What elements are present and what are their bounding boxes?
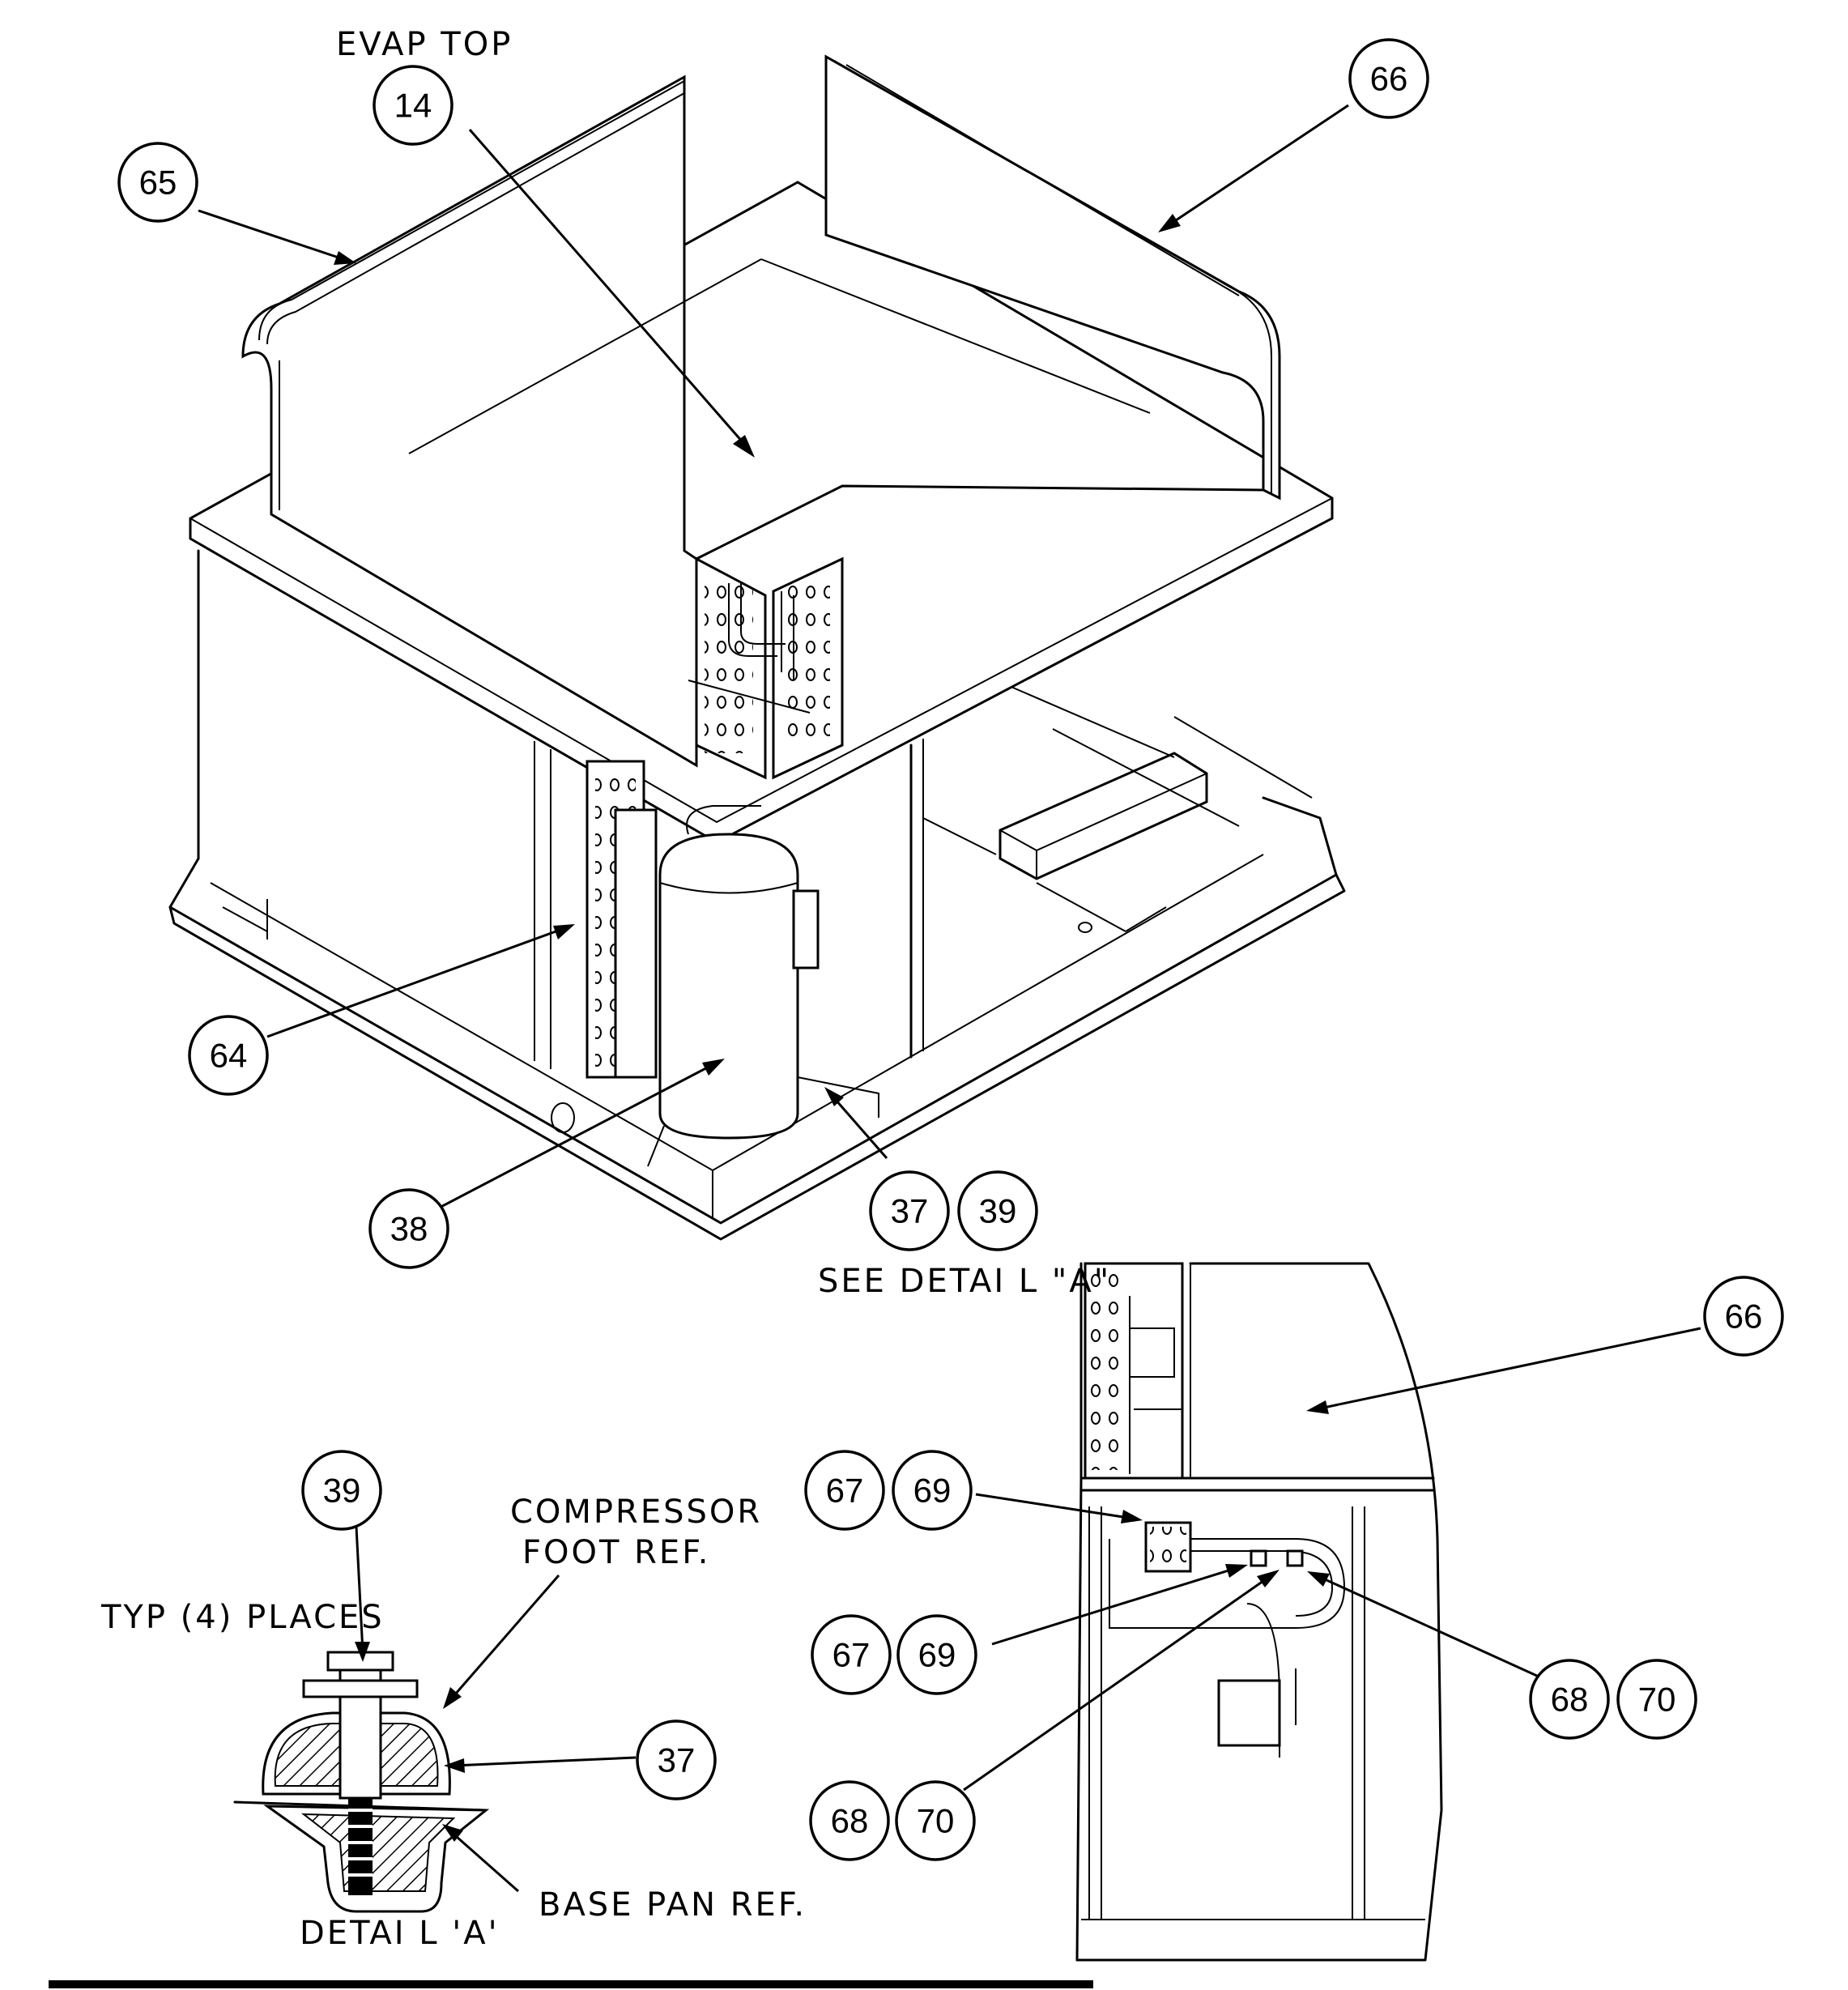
callout-37-detail: 37 xyxy=(636,1719,717,1800)
callout-37: 37 xyxy=(869,1170,950,1251)
svg-text:69: 69 xyxy=(918,1636,956,1674)
callout-66-detail: 66 xyxy=(1703,1276,1784,1357)
svg-text:69: 69 xyxy=(913,1472,952,1510)
svg-text:68: 68 xyxy=(1551,1681,1589,1719)
svg-text:64: 64 xyxy=(210,1037,248,1075)
label-evap-top: EVAP TOP xyxy=(336,26,513,63)
callout-70-lower: 70 xyxy=(895,1780,976,1861)
svg-text:68: 68 xyxy=(831,1802,869,1840)
callout-70-right: 70 xyxy=(1616,1659,1697,1740)
label-compressor-foot-line1: COMPRESSOR xyxy=(510,1494,762,1531)
callout-68-right: 68 xyxy=(1529,1659,1610,1740)
callout-38: 38 xyxy=(368,1188,449,1269)
label-see-detail-a: SEE DETAI L "A" xyxy=(818,1263,1111,1300)
bottom-rule xyxy=(49,1980,1093,1988)
svg-text:66: 66 xyxy=(1725,1298,1763,1336)
svg-text:38: 38 xyxy=(390,1210,428,1248)
callout-69-lower: 69 xyxy=(896,1614,977,1695)
svg-text:39: 39 xyxy=(323,1472,361,1510)
svg-text:70: 70 xyxy=(1638,1681,1676,1719)
svg-text:39: 39 xyxy=(979,1192,1017,1230)
callout-66-top: 66 xyxy=(1348,38,1429,119)
svg-text:67: 67 xyxy=(832,1636,871,1674)
label-typ-places: TYP (4) PLACES xyxy=(100,1599,385,1636)
callout-39: 39 xyxy=(957,1170,1038,1251)
leader-lines xyxy=(198,104,1701,1893)
svg-text:66: 66 xyxy=(1370,60,1408,98)
label-base-pan-ref: BASE PAN REF. xyxy=(539,1886,807,1924)
callout-64: 64 xyxy=(188,1015,269,1096)
callout-69-upper: 69 xyxy=(892,1450,973,1531)
label-compressor-foot-line2: FOOT REF. xyxy=(522,1534,711,1571)
svg-text:67: 67 xyxy=(826,1472,864,1510)
callout-39-detail: 39 xyxy=(301,1450,382,1531)
svg-text:65: 65 xyxy=(139,164,177,202)
svg-text:70: 70 xyxy=(917,1802,955,1840)
svg-text:37: 37 xyxy=(891,1192,929,1230)
callout-68-lower: 68 xyxy=(809,1780,890,1861)
callout-14: 14 xyxy=(373,65,453,146)
svg-text:37: 37 xyxy=(658,1741,696,1779)
callout-67-upper: 67 xyxy=(804,1450,885,1531)
main-unit-drawing xyxy=(168,54,1346,1241)
detail-side-drawing xyxy=(1075,1262,1443,1962)
callout-65: 65 xyxy=(117,142,198,223)
detail-a-drawing xyxy=(233,1651,490,1913)
svg-text:14: 14 xyxy=(394,87,432,125)
label-detail-a: DETAI L 'A' xyxy=(300,1915,500,1952)
callout-67-lower: 67 xyxy=(811,1614,892,1695)
